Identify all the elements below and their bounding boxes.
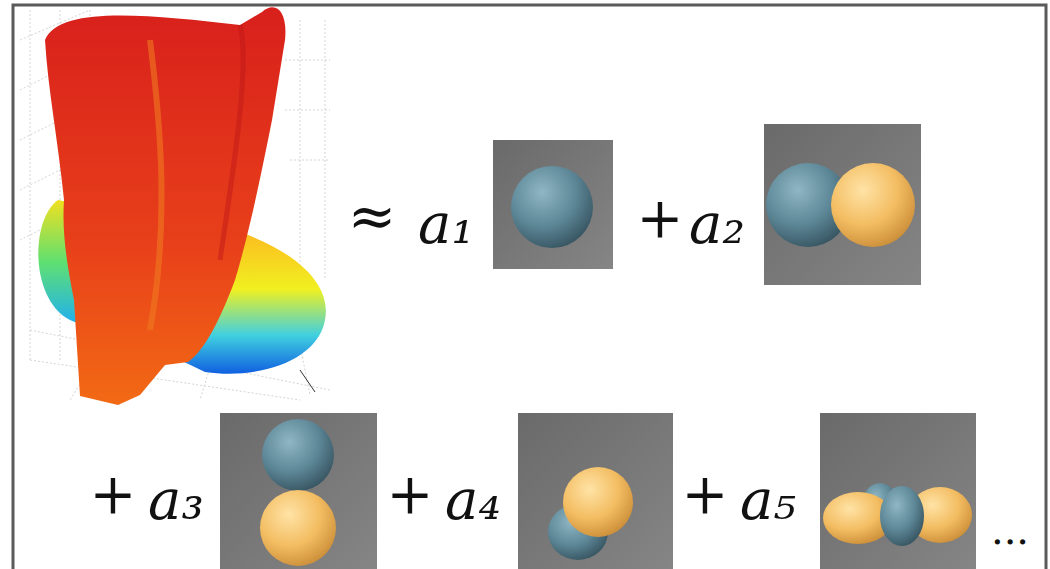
basis-tile-2 bbox=[764, 124, 921, 285]
plus-sign: + bbox=[637, 190, 684, 246]
plus-sign: + bbox=[387, 466, 434, 522]
ellipsis: ... bbox=[991, 510, 1029, 550]
approx-sign: ≈ bbox=[348, 187, 397, 245]
coefficient: a₅ bbox=[740, 472, 796, 528]
coefficient: a₃ bbox=[148, 472, 204, 528]
basis-tile-3 bbox=[220, 413, 377, 569]
basis-tile-5 bbox=[820, 413, 976, 569]
coefficient: a₂ bbox=[689, 196, 745, 252]
surface-plot bbox=[20, 7, 330, 405]
basis-tile-1 bbox=[493, 140, 613, 269]
coefficient: a₁ bbox=[418, 196, 474, 252]
plus-sign: + bbox=[682, 466, 729, 522]
basis-tile-4 bbox=[518, 413, 673, 569]
coefficient: a₄ bbox=[445, 472, 501, 528]
frame bbox=[13, 5, 1046, 569]
plus-sign: + bbox=[90, 466, 137, 522]
